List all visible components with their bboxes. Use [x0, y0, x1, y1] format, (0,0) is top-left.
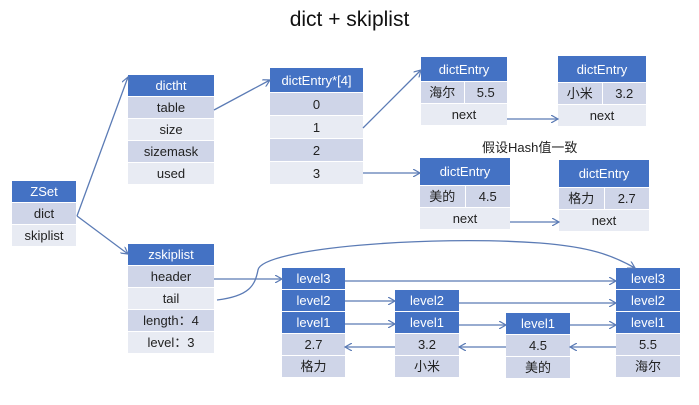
dict-entry-next: next [421, 104, 507, 126]
dictht-field-sizemask: sizemask [128, 141, 214, 163]
node-level3: level3 [282, 268, 345, 290]
dictht-header: dictht [128, 75, 214, 97]
zset-header: ZSet [12, 181, 76, 203]
dict-entry-key: 小米 [558, 83, 602, 105]
hash-slot-1: 1 [270, 116, 363, 139]
dict-entry-header: dictEntry [421, 57, 507, 82]
zset-field-dict: dict [12, 203, 76, 225]
dict-entry-key: 美的 [420, 186, 465, 208]
node-score: 5.5 [616, 334, 680, 356]
node-level2: level2 [395, 290, 459, 312]
dictht-field-size: size [128, 119, 214, 141]
dict-entry-key: 海尔 [421, 82, 464, 104]
node-level2: level2 [282, 290, 345, 312]
node-score: 3.2 [395, 334, 459, 356]
zskiplist-field-length: length：4 [128, 310, 214, 332]
zskiplist-struct: zskiplist header tail length：4 level：3 [128, 244, 214, 354]
dict-entry-score: 3.2 [601, 83, 646, 105]
zskiplist-field-header: header [128, 266, 214, 288]
dict-entry-next: next [558, 105, 646, 127]
hash-table-header: dictEntry*[4] [270, 68, 363, 93]
skiplist-node-gree: level3 level2 level1 2.7 格力 [282, 268, 345, 378]
dict-entry-header: dictEntry [558, 56, 646, 83]
dict-entry-header: dictEntry [559, 160, 649, 188]
node-level1: level1 [395, 312, 459, 334]
node-level1: level1 [616, 312, 680, 334]
zskiplist-field-level: level：3 [128, 332, 214, 354]
dictht-field-table: table [128, 97, 214, 119]
node-level1: level1 [506, 313, 570, 335]
hash-collision-note: 假设Hash值一致 [482, 140, 578, 155]
zset-field-skiplist: skiplist [12, 225, 76, 247]
node-score: 2.7 [282, 334, 345, 356]
node-member: 小米 [395, 356, 459, 378]
node-level3: level3 [616, 268, 680, 290]
skiplist-node-xiaomi: level2 level1 3.2 小米 [395, 290, 459, 378]
hash-slot-0: 0 [270, 93, 363, 116]
dict-entry-gree: dictEntry 格力 2.7 next [559, 160, 649, 232]
diagram-title: dict + skiplist [289, 8, 410, 31]
zskiplist-field-tail: tail [128, 288, 214, 310]
dict-entry-key: 格力 [559, 188, 604, 210]
dict-entry-score: 2.7 [603, 188, 649, 210]
zskiplist-header: zskiplist [128, 244, 214, 266]
dict-entry-haier: dictEntry 海尔 5.5 next [421, 57, 507, 126]
skiplist-node-haier: level3 level2 level1 5.5 海尔 [616, 268, 680, 378]
node-level1: level1 [282, 312, 345, 334]
zset-struct: ZSet dict skiplist [12, 181, 76, 247]
hash-table-array: dictEntry*[4] 0 1 2 3 [270, 68, 363, 185]
node-member: 海尔 [616, 356, 680, 378]
hash-slot-3: 3 [270, 162, 363, 185]
dictht-field-used: used [128, 163, 214, 185]
dict-entry-xiaomi: dictEntry 小米 3.2 next [558, 56, 646, 127]
dict-entry-score: 4.5 [464, 186, 510, 208]
dict-entry-header: dictEntry [420, 158, 510, 186]
node-member: 美的 [506, 357, 570, 379]
node-score: 4.5 [506, 335, 570, 357]
dict-entry-next: next [559, 210, 649, 232]
dictht-struct: dictht table size sizemask used [128, 75, 214, 185]
node-level2: level2 [616, 290, 680, 312]
dict-entry-score: 5.5 [463, 82, 507, 104]
skiplist-node-midea: level1 4.5 美的 [506, 313, 570, 379]
hash-slot-2: 2 [270, 139, 363, 162]
node-member: 格力 [282, 356, 345, 378]
dict-entry-midea: dictEntry 美的 4.5 next [420, 158, 510, 230]
dict-entry-next: next [420, 208, 510, 230]
